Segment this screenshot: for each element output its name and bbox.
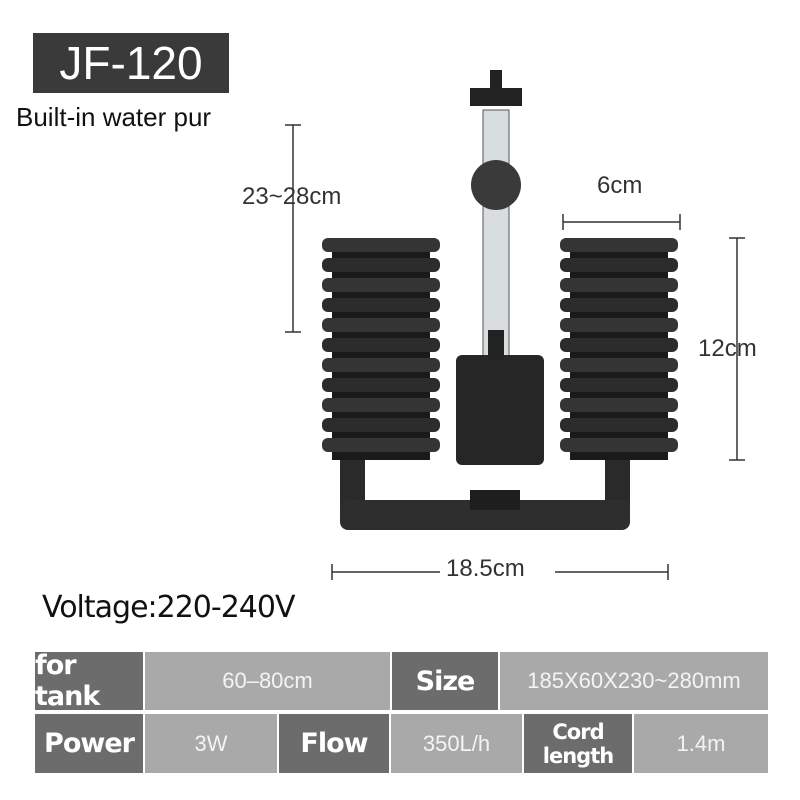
dim-sponge-width: 6cm (597, 172, 643, 199)
cord-label-line1: Cord (552, 719, 604, 744)
power-value: 3W (145, 714, 277, 773)
dim-height-total: 23~28cm (242, 183, 342, 210)
cord-value: 1.4m (634, 714, 768, 773)
power-label: Power (35, 714, 143, 773)
tank-value: 60–80cm (145, 652, 390, 710)
subtitle: Built-in water pur (16, 102, 212, 132)
tank-label: for tank (35, 650, 143, 712)
dim-sponge-height: 12cm (698, 335, 757, 362)
flow-label: Flow (279, 714, 389, 773)
dim-total-width: 18.5cm (446, 555, 525, 582)
sponges (322, 238, 678, 460)
sponge-right (560, 238, 678, 460)
lift-tube (456, 70, 544, 465)
cord-label: Cord length (524, 714, 632, 773)
dimension-lines (285, 124, 745, 580)
flow-value: 350L/h (391, 714, 522, 773)
size-label: Size (392, 652, 498, 710)
model-badge: JF-120 (33, 33, 229, 93)
size-value: 185X60X230~280mm (500, 652, 768, 710)
sponge-left (322, 238, 440, 460)
cord-label-line2: length (542, 743, 614, 768)
voltage-label: Voltage:220-240V (42, 590, 296, 625)
filter-base (340, 455, 630, 530)
